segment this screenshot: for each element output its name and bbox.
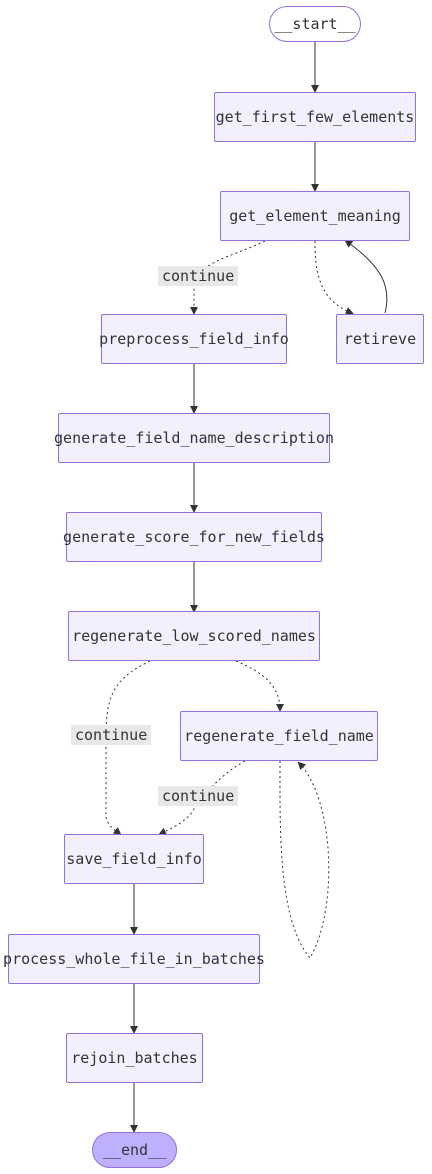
edge-regenfield-loop bbox=[279, 760, 330, 959]
node-generate-field-name-description: generate_field_name_description bbox=[54, 413, 334, 463]
node-retireve: retireve bbox=[336, 314, 424, 364]
node-start: __start__ bbox=[269, 6, 361, 42]
edge-regenfield-to-save bbox=[158, 760, 246, 835]
edge-label-continue: continue bbox=[158, 786, 239, 806]
node-get-first-few-elements: get_first_few_elements bbox=[214, 92, 416, 142]
edge-regenlow-to-save bbox=[105, 660, 151, 836]
edge-meaning-to-retireve bbox=[314, 240, 354, 315]
edge-meaning-to-preprocess bbox=[190, 240, 266, 315]
node-get-element-meaning: get_element_meaning bbox=[220, 191, 410, 241]
node-save-field-info: save_field_info bbox=[64, 834, 204, 884]
edge-regenlow-to-regenfield bbox=[235, 660, 284, 712]
node-regenerate-low-scored-names: regenerate_low_scored_names bbox=[68, 611, 320, 661]
node-rejoin-batches: rejoin_batches bbox=[66, 1033, 203, 1083]
node-regenerate-field-name: regenerate_field_name bbox=[180, 711, 378, 761]
node-preprocess-field-info: preprocess_field_info bbox=[99, 314, 289, 364]
node-generate-score-for-new-fields: generate_score_for_new_fields bbox=[63, 512, 325, 562]
node-process-whole-file-in-batches: process_whole_file_in_batches bbox=[3, 934, 265, 984]
node-end: __end__ bbox=[92, 1132, 177, 1168]
edge-retireve-to-meaning bbox=[344, 239, 388, 314]
edge-label-continue: continue bbox=[158, 266, 239, 286]
edge-label-continue: continue bbox=[71, 725, 152, 745]
